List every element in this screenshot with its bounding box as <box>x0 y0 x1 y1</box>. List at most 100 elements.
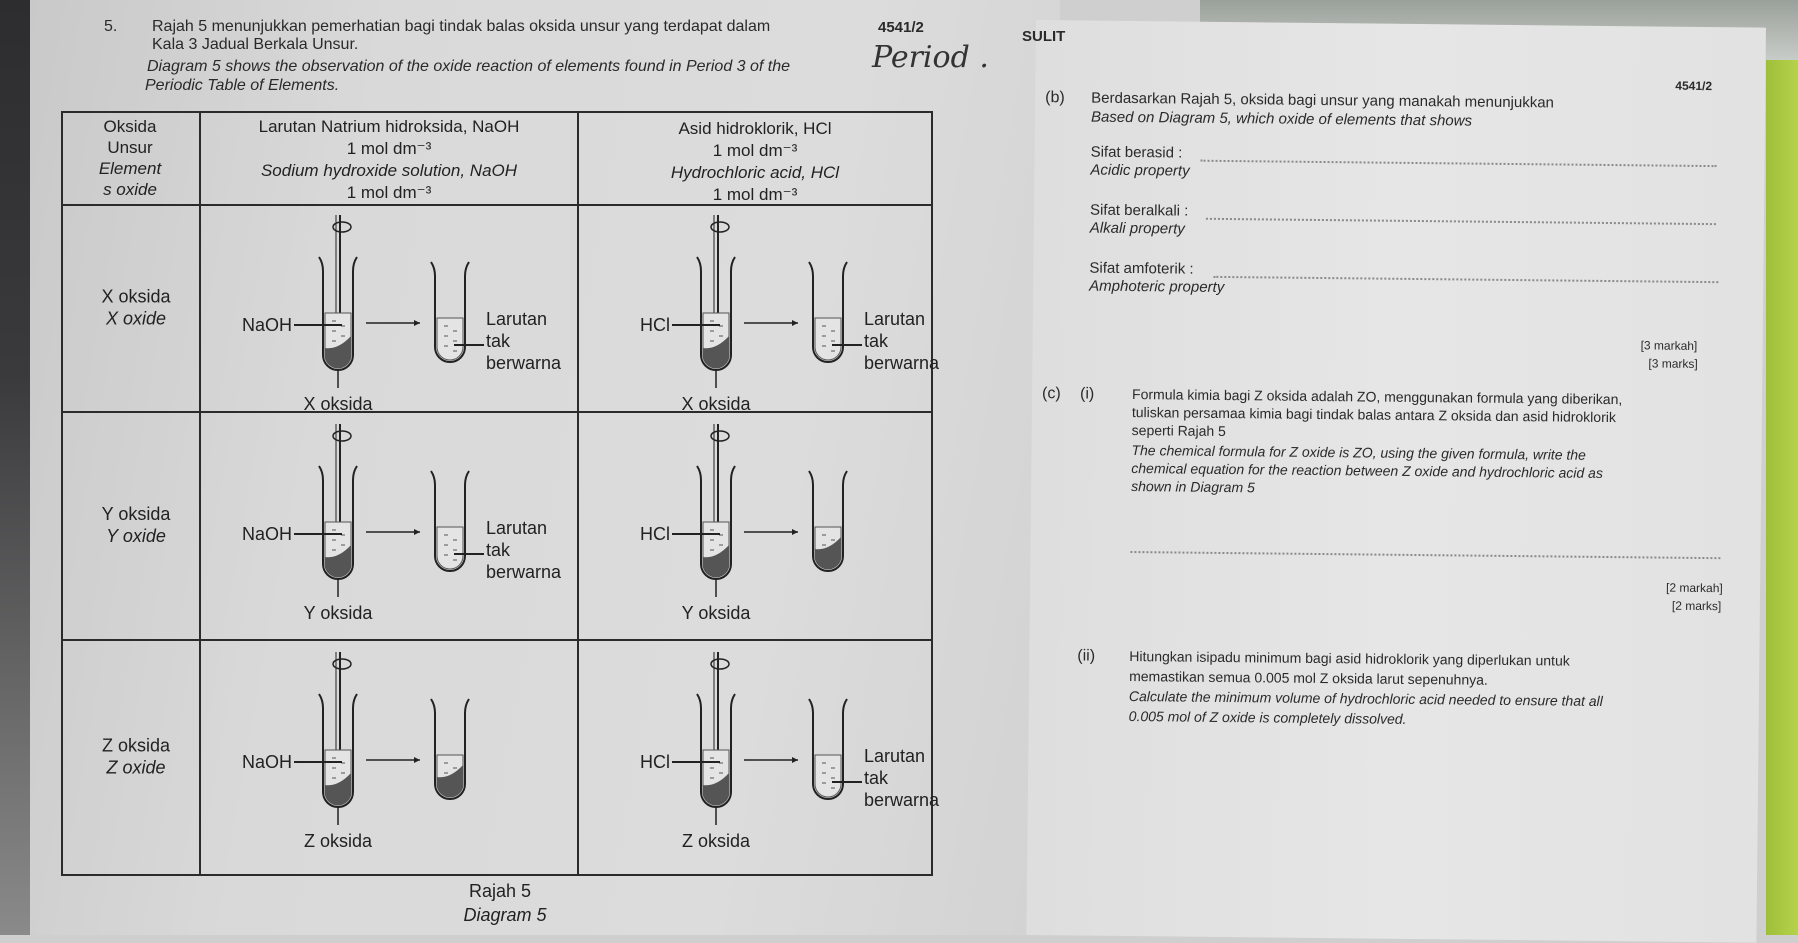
question-number: 5. <box>104 18 118 35</box>
solid-oxide <box>325 773 351 805</box>
reagent-label: NaOH <box>242 315 292 335</box>
header-hcl: 1 mol dm⁻³ <box>713 141 798 160</box>
solid-oxide <box>703 336 729 368</box>
row-oxide-english: X oxide <box>105 309 166 329</box>
reagent-label: HCl <box>640 315 670 335</box>
right-page: 4541/2 (b) Berdasarkan Rajah 5, oksida b… <box>1026 20 1766 943</box>
test-tube <box>696 465 736 580</box>
reagent-label: NaOH <box>242 524 292 544</box>
part-b-marks-malay: [3 markah] <box>1640 338 1698 353</box>
header-naoh: 1 mol dm⁻³ <box>347 139 432 158</box>
test-tube <box>808 470 848 572</box>
test-tube <box>430 470 470 572</box>
cell-naoh-2 <box>294 652 470 825</box>
reagent-label: HCl <box>640 524 670 544</box>
observation-label: berwarna <box>486 353 562 373</box>
stirring-rod-icon <box>710 221 730 233</box>
oxide-label: Z oksida <box>304 831 373 851</box>
row-oxide-english: Z oxide <box>105 758 165 778</box>
row-oxide-malay: Y oksida <box>102 504 172 524</box>
stirring-rod-icon <box>332 221 352 233</box>
sulit-label: SULIT <box>1022 28 1066 45</box>
observation-label: Larutan <box>864 309 925 329</box>
part-c-i-marks-malay: [2 markah] <box>1666 580 1723 596</box>
row-oxide-malay: X oksida <box>101 287 171 307</box>
solid-oxide <box>437 765 463 797</box>
solid-oxide <box>703 773 729 805</box>
header-element-oxide: Oksida <box>104 117 157 136</box>
cell-naoh-1 <box>294 424 484 597</box>
question-english-1: Diagram 5 shows the observation of the o… <box>147 58 791 75</box>
solid-oxide <box>703 545 729 577</box>
solution <box>814 317 842 361</box>
background-green-edge <box>1766 60 1798 935</box>
part-c-ii-malay-2: memastikan semua 0.005 mol Z oksida laru… <box>1129 668 1488 688</box>
acidic-label: Sifat berasid : <box>1090 143 1183 162</box>
observation-label: berwarna <box>486 562 562 582</box>
header-naoh: 1 mol dm⁻³ <box>347 183 432 202</box>
test-tube <box>430 261 470 363</box>
test-tube <box>318 465 358 580</box>
cell-hcl-1 <box>672 424 848 597</box>
test-tube <box>696 256 736 371</box>
test-tube <box>808 698 848 800</box>
paper-code: 4541/2 <box>878 19 924 36</box>
solid-oxide <box>325 336 351 368</box>
header-element-oxide: Element <box>99 159 163 178</box>
part-b-english: Based on Diagram 5, which oxide of eleme… <box>1090 108 1473 130</box>
acidic-label-en: Acidic property <box>1090 161 1190 180</box>
solution <box>436 317 464 361</box>
part-b-label: (b) <box>1045 89 1065 107</box>
alkali-label-en: Alkali property <box>1089 219 1185 238</box>
part-c-i-english-3: shown in Diagram 5 <box>1131 478 1255 496</box>
header-naoh: Larutan Natrium hidroksida, NaOH <box>259 117 520 136</box>
solid-oxide <box>815 537 841 569</box>
left-page <box>30 0 1060 935</box>
handwritten-note: Period . <box>872 40 989 75</box>
solid-oxide <box>325 545 351 577</box>
part-b-marks-english: [3 marks] <box>1648 356 1698 371</box>
oxide-label: X oksida <box>681 394 751 414</box>
observation-label: tak <box>486 331 511 351</box>
stirring-rod-icon <box>710 658 730 670</box>
oxide-label: Z oksida <box>682 831 751 851</box>
observation-label: berwarna <box>864 790 940 810</box>
question-english-2: Periodic Table of Elements. <box>145 77 340 94</box>
oxide-label: Y oksida <box>682 603 752 623</box>
alkali-answer-line[interactable] <box>1205 217 1716 226</box>
row-oxide-malay: Z oksida <box>102 736 171 756</box>
observation-label: berwarna <box>864 353 940 373</box>
part-c-i-label: (i) <box>1079 385 1095 403</box>
solution <box>436 526 464 570</box>
paper-code-right: 4541/2 <box>1675 78 1713 94</box>
header-hcl: 1 mol dm⁻³ <box>713 185 798 204</box>
header-element-oxide: Unsur <box>107 138 153 157</box>
header-hcl: Hydrochloric acid, HCl <box>671 163 840 182</box>
solution <box>814 754 842 798</box>
amphoteric-answer-line[interactable] <box>1213 275 1719 284</box>
cell-hcl-0 <box>672 215 862 388</box>
header-element-oxide: s oxide <box>103 180 157 199</box>
observation-label: tak <box>864 768 889 788</box>
part-c-i-answer-line[interactable] <box>1130 551 1721 560</box>
observation-label: tak <box>864 331 889 351</box>
oxide-label: X oksida <box>303 394 373 414</box>
cell-naoh-0 <box>294 215 484 388</box>
part-c-label: (c) <box>1041 385 1061 403</box>
acidic-answer-line[interactable] <box>1200 159 1717 168</box>
header-naoh: Sodium hydroxide solution, NaOH <box>261 161 518 180</box>
test-tube <box>808 261 848 363</box>
cell-hcl-2 <box>672 652 862 825</box>
observation-label: Larutan <box>486 309 547 329</box>
test-tube <box>318 256 358 371</box>
test-tube <box>318 693 358 808</box>
reagent-label: NaOH <box>242 752 292 772</box>
observation-label: tak <box>486 540 511 560</box>
question-malay-2: Kala 3 Jadual Berkala Unsur. <box>152 36 359 53</box>
table-grid <box>61 111 933 876</box>
oxide-label: Y oksida <box>304 603 374 623</box>
alkali-label: Sifat beralkali : <box>1089 201 1189 220</box>
observation-label: Larutan <box>486 518 547 538</box>
part-c-i-malay-3: seperti Rajah 5 <box>1131 422 1226 440</box>
